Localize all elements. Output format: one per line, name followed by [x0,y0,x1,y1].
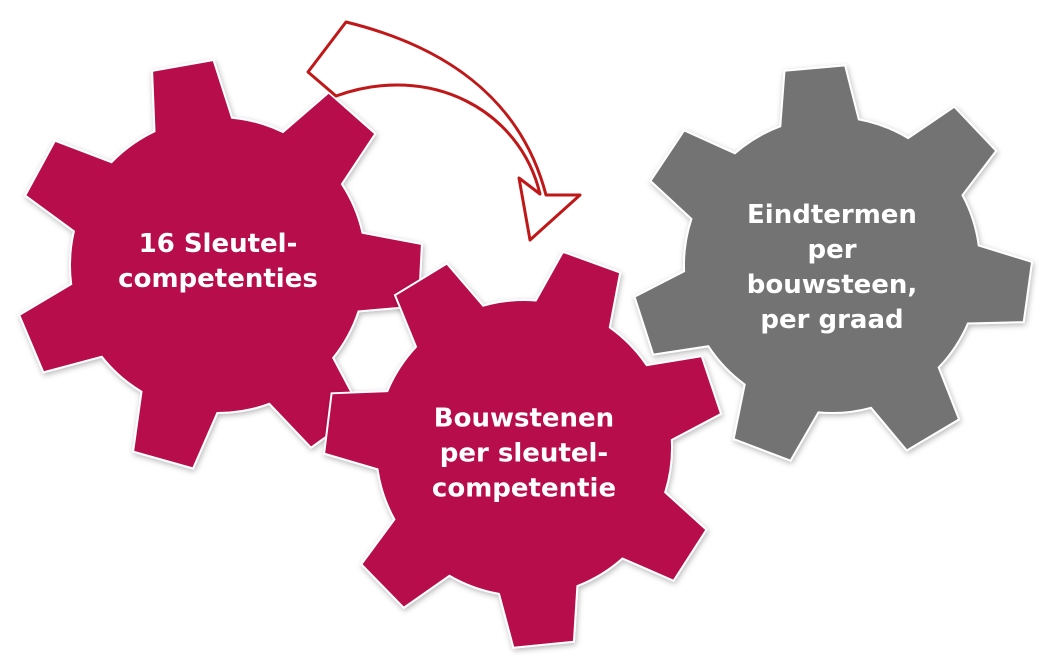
gear-label-line: per graad [760,305,904,335]
gear-label-line: Eindtermen [747,200,917,230]
curved-arrow-icon [306,20,582,242]
gear-label-line: bouwsteen, [746,270,918,300]
gear-label-line: competenties [118,264,318,294]
gear-label-line: per [807,235,857,265]
arrow-body [306,20,582,242]
gear-label-line: competentie [431,473,617,504]
gear-label-line: per sleutel- [439,438,609,469]
gear-label-line: Bouwstenen [433,403,615,434]
gear-label-bouwstenen: Bouwstenen per sleutel- competentie [432,402,616,507]
gear-sleutelcompetenties [17,58,423,470]
gear-label-eindtermen: Eindtermen per bouwsteen, per graad [747,198,918,338]
gear-label-sleutelcompetenties: 16 Sleutel- competenties [118,227,318,297]
gear-eindtermen [633,64,1034,462]
gear-bouwstenen [323,250,723,649]
gear-label-line: 16 Sleutel- [138,229,298,259]
